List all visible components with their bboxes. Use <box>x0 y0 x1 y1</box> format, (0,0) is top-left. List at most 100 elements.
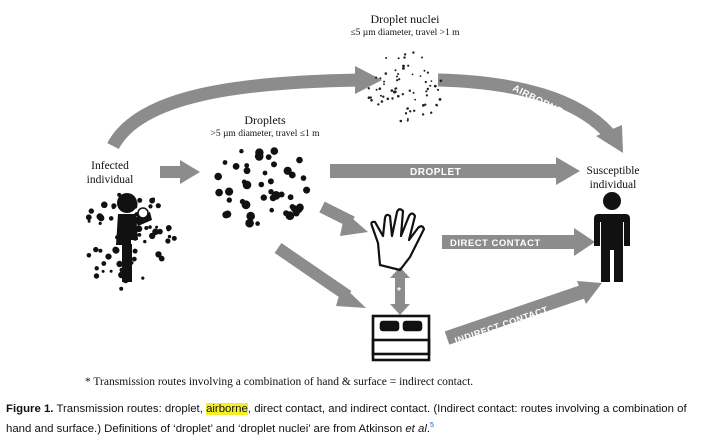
particle-dot <box>397 73 400 75</box>
particle-dot <box>105 253 112 260</box>
particle-dot <box>241 179 247 185</box>
particle-dot <box>222 160 228 165</box>
particle-dot <box>402 64 405 68</box>
particle-dot <box>268 189 274 195</box>
particle-dot <box>430 80 433 82</box>
footnote: * Transmission routes involving a combin… <box>85 376 474 388</box>
particle-dot <box>397 94 400 98</box>
sneezing-person-icon <box>116 193 152 282</box>
particle-dot <box>287 194 294 201</box>
particle-dot <box>421 56 423 59</box>
caption-text-3: . <box>426 422 431 435</box>
particle-dot <box>396 79 399 82</box>
particle-dot <box>245 218 254 228</box>
direct-contact-arrow: DIRECT CONTACT <box>442 228 595 256</box>
droplet-nuclei-particles <box>367 51 443 123</box>
droplet-particles <box>214 147 311 228</box>
particle-dot <box>289 212 294 218</box>
particle-dot <box>152 228 159 236</box>
particle-dot <box>426 71 429 74</box>
particle-dot <box>232 163 240 170</box>
particle-dot <box>222 211 230 219</box>
particle-dot <box>148 225 152 229</box>
particle-dot <box>300 175 307 181</box>
particle-dot <box>116 260 123 268</box>
particle-dot <box>438 98 442 101</box>
particle-dot <box>403 53 407 56</box>
particle-dot <box>109 269 113 273</box>
particle-dot <box>439 79 443 83</box>
particle-dot <box>262 170 268 176</box>
particle-dot <box>258 181 265 188</box>
particle-dot <box>288 171 296 179</box>
infected-to-droplets-arrow <box>160 160 200 184</box>
particle-dot <box>255 148 264 157</box>
particle-dot <box>390 89 394 92</box>
particle-dot <box>404 112 408 115</box>
particle-dot <box>93 273 100 279</box>
caption-label: Figure 1. <box>6 403 54 415</box>
particle-dot <box>135 225 143 233</box>
particle-dot <box>413 109 416 113</box>
particle-dot <box>382 95 385 98</box>
particle-dot <box>396 75 398 78</box>
particle-dot <box>132 248 138 254</box>
particle-dot <box>425 94 428 97</box>
particle-dot <box>434 85 437 88</box>
susceptible-individual-label: Susceptible individual <box>568 164 658 192</box>
particle-dot <box>148 204 153 209</box>
particle-dot <box>101 261 107 266</box>
combination-marker: * <box>397 286 401 297</box>
direct-contact-label: DIRECT CONTACT <box>450 238 541 249</box>
particle-dot <box>419 75 422 77</box>
particle-dot <box>171 235 177 241</box>
particle-dot <box>225 187 234 196</box>
particle-dot <box>421 113 425 116</box>
particle-dot <box>386 97 390 101</box>
particle-dot <box>424 80 427 84</box>
particle-dot <box>241 200 251 210</box>
particle-dot <box>394 87 397 90</box>
particle-dot <box>108 216 114 221</box>
particle-dot <box>406 107 409 110</box>
particle-dot <box>155 225 159 229</box>
particle-dot <box>271 161 277 168</box>
particle-dot <box>88 208 95 214</box>
particle-dot <box>111 205 116 210</box>
particle-dot <box>85 214 92 221</box>
particle-dot <box>144 226 149 230</box>
particle-dot <box>149 197 156 204</box>
particle-dot <box>167 234 172 239</box>
particle-dot <box>94 266 99 271</box>
particle-dot <box>370 99 373 102</box>
particle-dot <box>246 211 255 221</box>
caption-highlight: airborne <box>206 403 248 415</box>
particle-dot <box>412 51 415 54</box>
particle-dot <box>399 119 403 123</box>
particle-dot <box>260 194 267 201</box>
particle-dot <box>397 57 400 60</box>
particle-dot <box>165 238 171 244</box>
particle-dot <box>137 233 142 237</box>
particle-dot <box>425 90 428 93</box>
caption-reference[interactable]: 5 <box>430 421 434 429</box>
susceptible-line1: Susceptible <box>586 165 640 177</box>
particle-dot <box>407 64 410 67</box>
particle-dot <box>402 67 405 70</box>
particle-dot <box>101 269 105 273</box>
particle-dot <box>401 93 404 96</box>
particle-dot <box>422 104 425 107</box>
droplet-label: DROPLET <box>410 167 461 178</box>
hand-icon <box>370 208 426 272</box>
particle-dot <box>158 255 165 262</box>
particle-dot <box>243 167 251 175</box>
hand-bed-double-arrow: * <box>390 267 410 315</box>
droplets-label: Droplets >5 µm diameter, travel ≤1 m <box>180 113 350 141</box>
particle-dot <box>367 87 370 90</box>
particle-dot <box>131 256 137 262</box>
particle-dot <box>411 73 414 76</box>
particle-dot <box>414 98 416 101</box>
particle-dot <box>375 88 378 91</box>
infected-line2: individual <box>86 174 134 186</box>
